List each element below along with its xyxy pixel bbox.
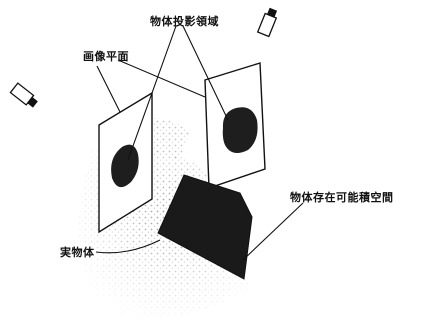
leader-lines: [95, 25, 304, 261]
label-object-projection-region: 物体投影領域: [150, 15, 219, 28]
label-real-object: 実物体: [60, 246, 95, 259]
image-plane-left: [98, 91, 153, 234]
camera-left-icon: [9, 82, 38, 108]
image-plane-right: [204, 62, 266, 189]
camera-right-icon: [256, 7, 278, 38]
label-possible-volume: 物体存在可能積空間: [290, 191, 394, 204]
label-image-plane: 画像平面: [83, 50, 129, 63]
projection-blob-left: [111, 144, 139, 188]
projection-blob-right: [222, 107, 258, 154]
possible-volume-shape: [157, 174, 253, 280]
